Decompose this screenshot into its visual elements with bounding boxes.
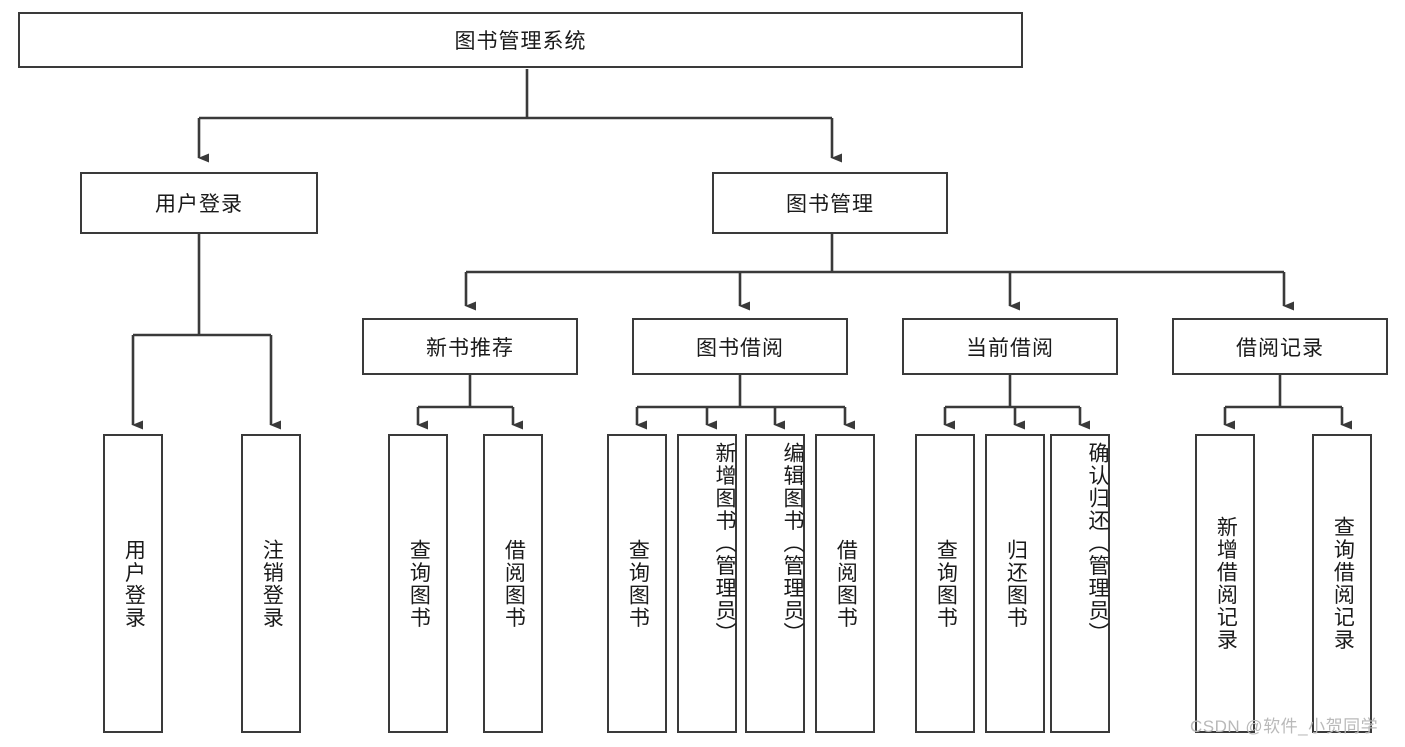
leaf-recommend-query-book[interactable]: 查询图书	[388, 434, 448, 733]
node-user-login[interactable]: 用户登录	[80, 172, 318, 234]
node-label: 当前借阅	[966, 336, 1054, 360]
leaf-current-confirm-return-admin[interactable]: 确认归还（管理员）	[1050, 434, 1110, 733]
leaf-user-login-signin[interactable]: 用户登录	[103, 434, 163, 733]
node-borrow-record[interactable]: 借阅记录	[1172, 318, 1388, 375]
leaf-borrow-add-book-admin[interactable]: 新增图书（管理员）	[677, 434, 737, 733]
leaf-record-query-record[interactable]: 查询借阅记录	[1312, 434, 1372, 733]
node-label: 新增借阅记录	[1214, 516, 1238, 651]
node-label: 新增图书（管理员）	[713, 442, 736, 645]
node-label: 查询借阅记录	[1331, 516, 1355, 651]
node-label: 图书管理系统	[454, 30, 587, 53]
leaf-recommend-borrow-book[interactable]: 借阅图书	[483, 434, 543, 733]
node-label: 用户登录	[155, 193, 243, 216]
node-label: 查询图书	[934, 538, 958, 629]
node-label: 确认归还（管理员）	[1086, 442, 1109, 645]
node-new-book-recommend[interactable]: 新书推荐	[362, 318, 578, 375]
node-label: 注销登录	[260, 538, 284, 629]
leaf-current-return-book[interactable]: 归还图书	[985, 434, 1045, 733]
node-label: 图书管理	[786, 193, 874, 216]
node-label: 用户登录	[122, 538, 146, 629]
leaf-borrow-borrow-book[interactable]: 借阅图书	[815, 434, 875, 733]
leaf-borrow-edit-book-admin[interactable]: 编辑图书（管理员）	[745, 434, 805, 733]
node-current-borrow[interactable]: 当前借阅	[902, 318, 1118, 375]
node-label: 借阅图书	[502, 538, 526, 629]
leaf-user-login-signout[interactable]: 注销登录	[241, 434, 301, 733]
node-label: 归还图书	[1004, 538, 1028, 629]
node-label: 新书推荐	[426, 336, 514, 360]
leaf-record-add-record[interactable]: 新增借阅记录	[1195, 434, 1255, 733]
node-label: 编辑图书（管理员）	[781, 442, 804, 645]
node-root-system[interactable]: 图书管理系统	[18, 12, 1023, 68]
node-book-management[interactable]: 图书管理	[712, 172, 948, 234]
node-book-borrow[interactable]: 图书借阅	[632, 318, 848, 375]
node-label: 查询图书	[626, 538, 650, 629]
node-label: 查询图书	[407, 538, 431, 629]
node-label: 借阅图书	[834, 538, 858, 629]
node-label: 图书借阅	[696, 336, 784, 360]
leaf-current-query-book[interactable]: 查询图书	[915, 434, 975, 733]
leaf-borrow-query-book[interactable]: 查询图书	[607, 434, 667, 733]
node-label: 借阅记录	[1236, 336, 1324, 360]
watermark: CSDN @软件_小贺同学	[1190, 717, 1379, 736]
